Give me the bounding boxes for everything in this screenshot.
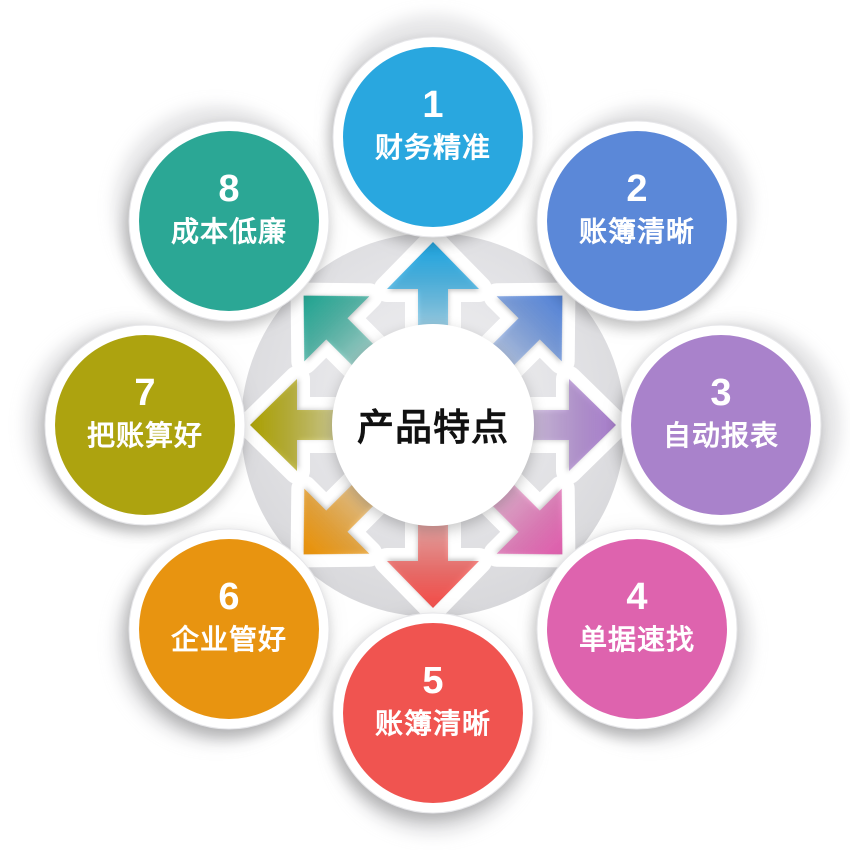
- arrow-shape: [387, 492, 479, 608]
- feature-label: 账簿清晰: [375, 708, 491, 739]
- arrow-shape: [250, 379, 366, 471]
- feature-number: 1: [422, 84, 443, 126]
- feature-circle-1: 1 财务精准: [332, 36, 534, 238]
- feature-label: 自动报表: [663, 420, 779, 451]
- feature-number: 7: [134, 372, 155, 414]
- feature-circle-4: 4 单据速找: [536, 528, 738, 730]
- feature-circle-2: 2 账簿清晰: [536, 120, 738, 322]
- feature-label: 把账算好: [87, 419, 203, 451]
- feature-circle-6: 6 企业管好: [128, 528, 330, 730]
- feature-number: 8: [218, 168, 239, 210]
- feature-circle-3: 3 自动报表: [620, 324, 822, 526]
- feature-number: 5: [422, 660, 443, 702]
- circle-disc: [547, 131, 727, 311]
- center-circle: [332, 324, 534, 526]
- feature-number: 4: [626, 576, 647, 618]
- circle-disc: [343, 47, 523, 227]
- feature-label: 财务精准: [375, 132, 491, 163]
- feature-label: 成本低廉: [171, 215, 287, 247]
- feature-number: 2: [626, 168, 647, 210]
- feature-number: 3: [710, 372, 731, 414]
- circle-disc: [631, 335, 811, 515]
- feature-number: 6: [218, 576, 239, 618]
- feature-label: 账簿清晰: [579, 216, 695, 247]
- feature-circle-8: 8 成本低廉: [128, 120, 330, 322]
- circle-disc: [343, 623, 523, 803]
- circle-disc: [547, 539, 727, 719]
- arrow-shape: [500, 379, 616, 471]
- circle-disc: [139, 131, 319, 311]
- feature-circle-5: 5 账簿清晰: [332, 612, 534, 814]
- circle-disc: [55, 335, 235, 515]
- feature-label: 单据速找: [579, 624, 695, 655]
- diagram-title: 产品特点: [357, 407, 509, 448]
- feature-label: 企业管好: [171, 623, 287, 655]
- circle-disc: [139, 539, 319, 719]
- arrow-shape: [387, 242, 479, 358]
- feature-circle-7: 7 把账算好: [44, 324, 246, 526]
